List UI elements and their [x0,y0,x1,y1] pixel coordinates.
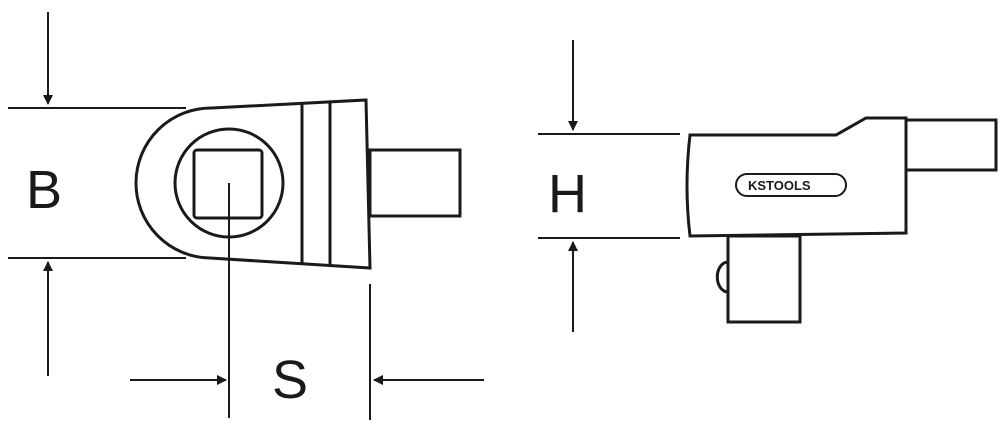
dimension-h [538,40,680,332]
lower-drive [726,234,802,324]
top-view [134,98,462,270]
body-outline [685,116,908,238]
brand-logo: KSTOOLS [735,173,847,197]
side-shank [904,118,998,172]
dimension-b [8,12,186,376]
logo-text: KSTOOLS [748,178,811,193]
side-view [685,116,998,324]
label-s: S [272,350,308,410]
label-h: H [548,164,587,224]
label-b: B [26,160,62,220]
dimension-s [130,183,484,420]
ball-detent [715,260,729,294]
shank [368,148,462,218]
head-outline [134,98,372,270]
